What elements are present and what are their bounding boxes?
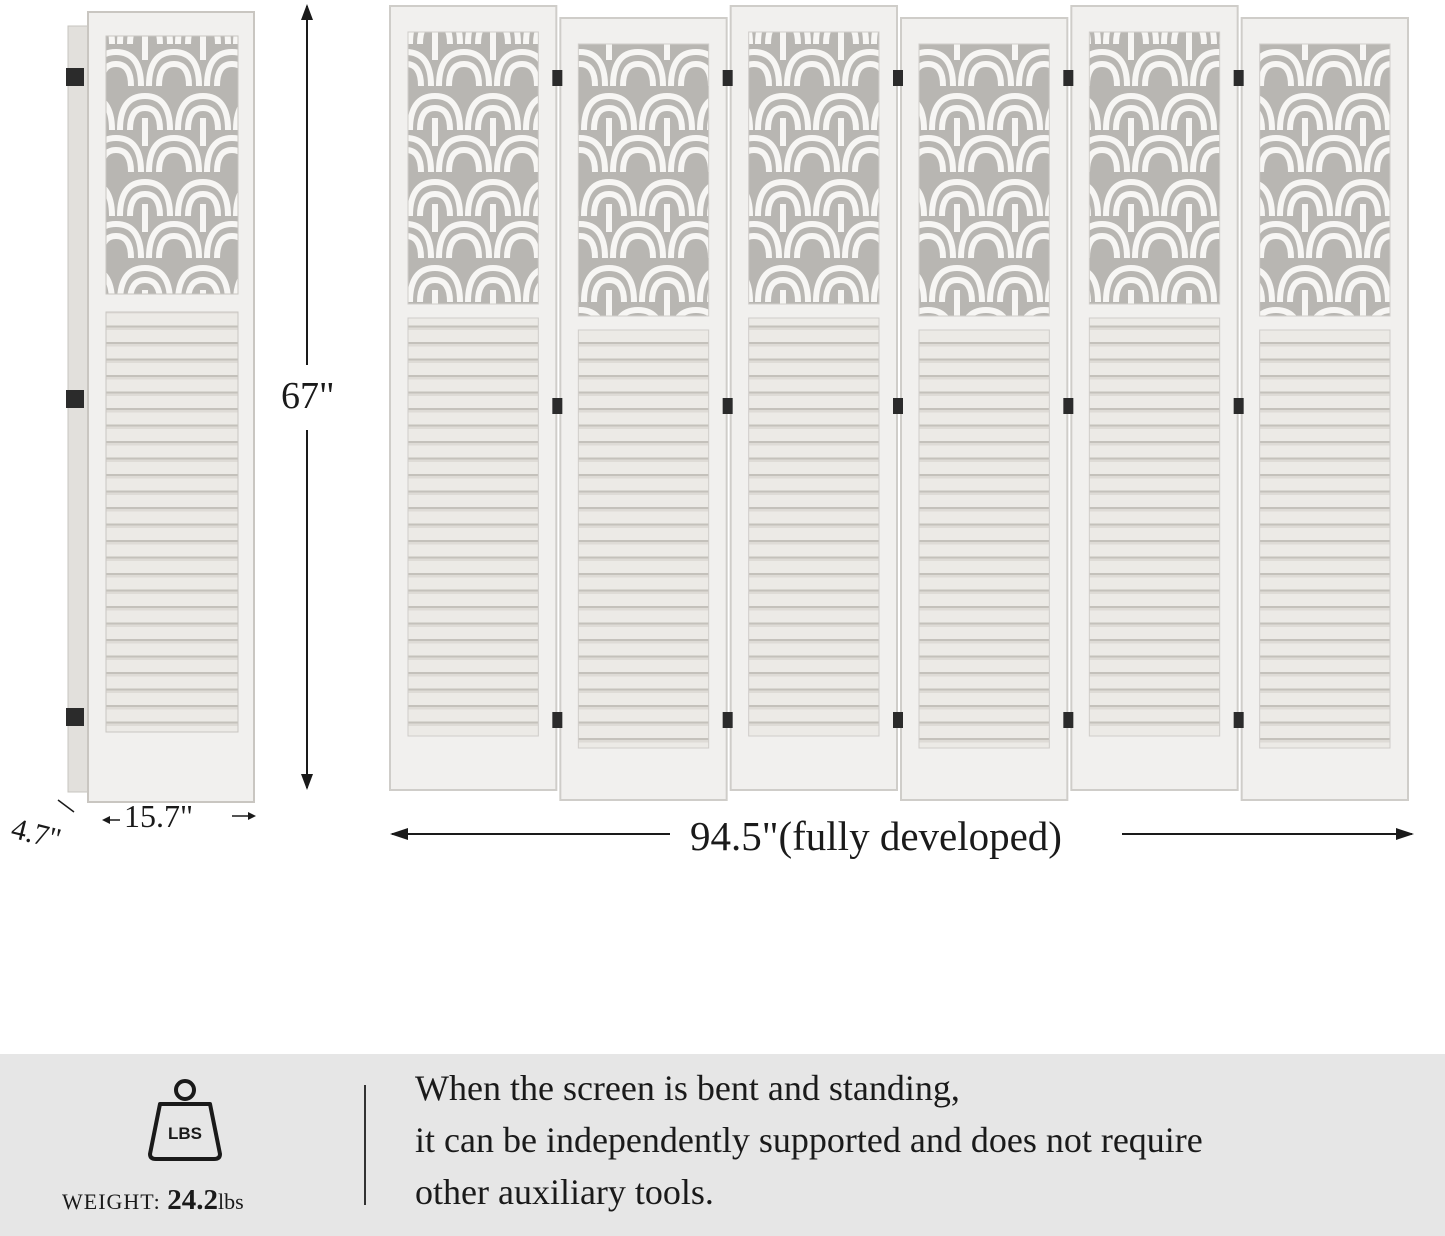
hinge-1-2: [552, 398, 563, 414]
weight-value: 24.2: [167, 1184, 219, 1216]
weight-label: WEIGHT: 24.2lbs: [62, 1184, 244, 1217]
hinge-3-3: [893, 712, 903, 728]
hinge-4-1: [1063, 70, 1074, 86]
hinge-1-1: [552, 70, 563, 86]
panel-width-arrows: [57, 799, 256, 824]
width-dimension-line: [390, 828, 1414, 840]
hinge-2-3: [722, 712, 733, 728]
weight-icon-text: LBS: [168, 1124, 202, 1143]
louver-panel-6: [1259, 329, 1391, 749]
single-panel: [66, 11, 255, 803]
hinge-5-1: [1233, 70, 1244, 86]
lattice-panel-2: [577, 43, 710, 317]
info-band: [0, 1054, 1445, 1236]
lattice-panel-1: [407, 31, 539, 305]
louver-panel-3: [748, 317, 880, 737]
hinge-5-3: [1233, 712, 1244, 728]
height-label: 67": [281, 375, 335, 417]
hinge-2-1: [722, 70, 733, 86]
lattice-panel-3: [748, 31, 880, 305]
hinge-3-2: [893, 398, 903, 414]
panel-width-label: 15.7": [124, 798, 194, 834]
lattice-panel-6: [1259, 43, 1391, 317]
hinge-5-2: [1233, 398, 1244, 414]
height-dimension-line: [301, 4, 313, 790]
louver-panel-5: [1088, 317, 1221, 737]
weight-caption: WEIGHT:: [62, 1189, 161, 1214]
six-panel-screen: [389, 5, 1409, 801]
louver-panel-2: [577, 329, 710, 749]
description-line-3: other auxiliary tools.: [415, 1172, 714, 1212]
description-line-2: it can be independently supported and do…: [415, 1120, 1203, 1160]
louver-panel-1: [407, 317, 539, 737]
weight-unit: lbs: [218, 1189, 244, 1214]
weight-icon: LBS: [146, 1076, 224, 1167]
hinge-1-3: [552, 712, 563, 728]
hinge-3-1: [893, 70, 903, 86]
band-divider: [364, 1085, 366, 1205]
hinge-4-3: [1063, 712, 1074, 728]
total-width-label: 94.5"(fully developed): [690, 813, 1062, 859]
hinge-4-2: [1063, 398, 1074, 414]
description-line-1: When the screen is bent and standing,: [415, 1068, 960, 1108]
hinge-2-2: [722, 398, 733, 414]
lattice-panel-4: [918, 43, 1050, 317]
lattice-panel-5: [1088, 31, 1221, 305]
louver-panel-4: [918, 329, 1050, 749]
room-divider-illustration: [57, 4, 1414, 840]
